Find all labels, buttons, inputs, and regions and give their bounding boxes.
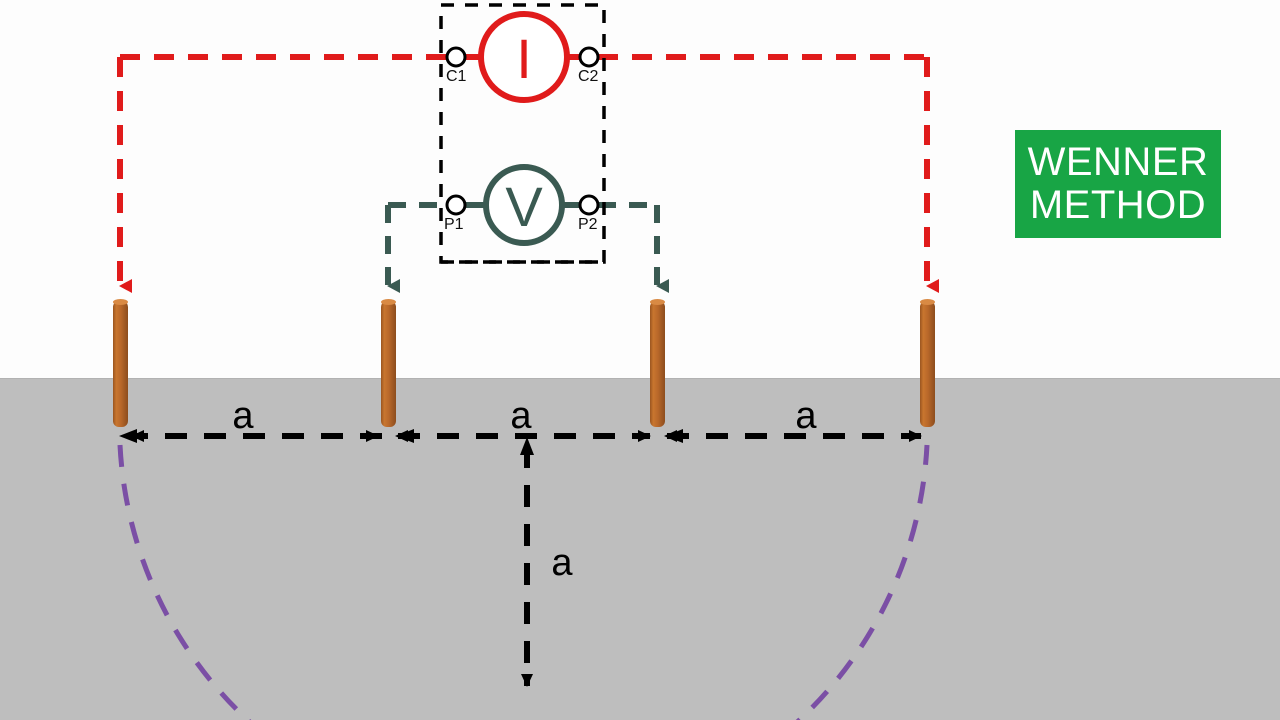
dimension-arrowheads: [119, 429, 683, 443]
instrument-enclosure: [439, 3, 606, 264]
arrowhead-left-at-p2: [665, 429, 683, 443]
wenner-method-badge-line1: WENNER: [1027, 139, 1209, 184]
wenner-method-badge: WENNER METHOD: [1015, 130, 1221, 238]
voltmeter-symbol-label: V: [505, 175, 543, 238]
wenner-method-badge-line2: METHOD: [1029, 183, 1207, 227]
spacing-dimension-3-label: a: [795, 395, 817, 437]
electrode-c2[interactable]: [920, 299, 935, 427]
soil-region: [0, 378, 1280, 720]
electrode-c1[interactable]: [113, 299, 128, 427]
ammeter-symbol-label: I: [516, 27, 532, 90]
electrode-c2-rod: [920, 301, 935, 427]
electrode-c2-cap: [920, 299, 935, 305]
spacing-dimension-1: a: [131, 395, 382, 442]
depth-dimension-label: a: [551, 542, 573, 584]
terminal-c2[interactable]: C2: [578, 46, 600, 85]
arrowhead-left-at-p1: [396, 429, 414, 443]
electrode-p1[interactable]: [381, 299, 396, 427]
depth-dimension: a: [520, 437, 573, 687]
electrode-p1-cap: [381, 299, 396, 305]
potential-circuit-wiring: [385, 202, 669, 293]
terminal-p1[interactable]: P1: [444, 194, 467, 233]
terminal-c1[interactable]: C1: [445, 46, 467, 85]
voltmeter-body: [483, 164, 565, 246]
terminal-p1-label: P1: [444, 216, 464, 233]
terminal-p2-post-icon: [578, 194, 600, 216]
electrode-p2-rod: [650, 301, 665, 427]
electrode-p1-rod: [381, 301, 396, 427]
terminal-c1-post-icon: [445, 46, 467, 68]
terminal-c2-post-icon: [578, 46, 600, 68]
spacing-dimension-2-label: a: [510, 395, 532, 437]
spacing-dimension-2: a: [395, 395, 651, 442]
current-circuit-wiring: [117, 54, 939, 293]
depth-dimension-arrowhead-up: [520, 437, 534, 455]
spacing-dimension-3: a: [664, 395, 922, 442]
terminal-p2-label: P2: [578, 216, 598, 233]
electrode-c1-rod: [113, 301, 128, 427]
electrode-p2[interactable]: [650, 299, 665, 427]
terminal-p2[interactable]: P2: [578, 194, 600, 233]
terminal-p1-post-icon: [445, 194, 467, 216]
spacing-dimension-1-label: a: [232, 395, 254, 437]
electrode-c1-cap: [113, 299, 128, 305]
arrowhead-left-at-c1: [119, 429, 137, 443]
ammeter-body: [478, 11, 570, 103]
electrode-p2-cap: [650, 299, 665, 305]
ammeter-enclosure-box: [439, 3, 606, 264]
terminal-c1-label: C1: [446, 68, 467, 85]
current-flow-hemisphere-arc: [117, 444, 930, 720]
terminal-c2-label: C2: [578, 68, 599, 85]
